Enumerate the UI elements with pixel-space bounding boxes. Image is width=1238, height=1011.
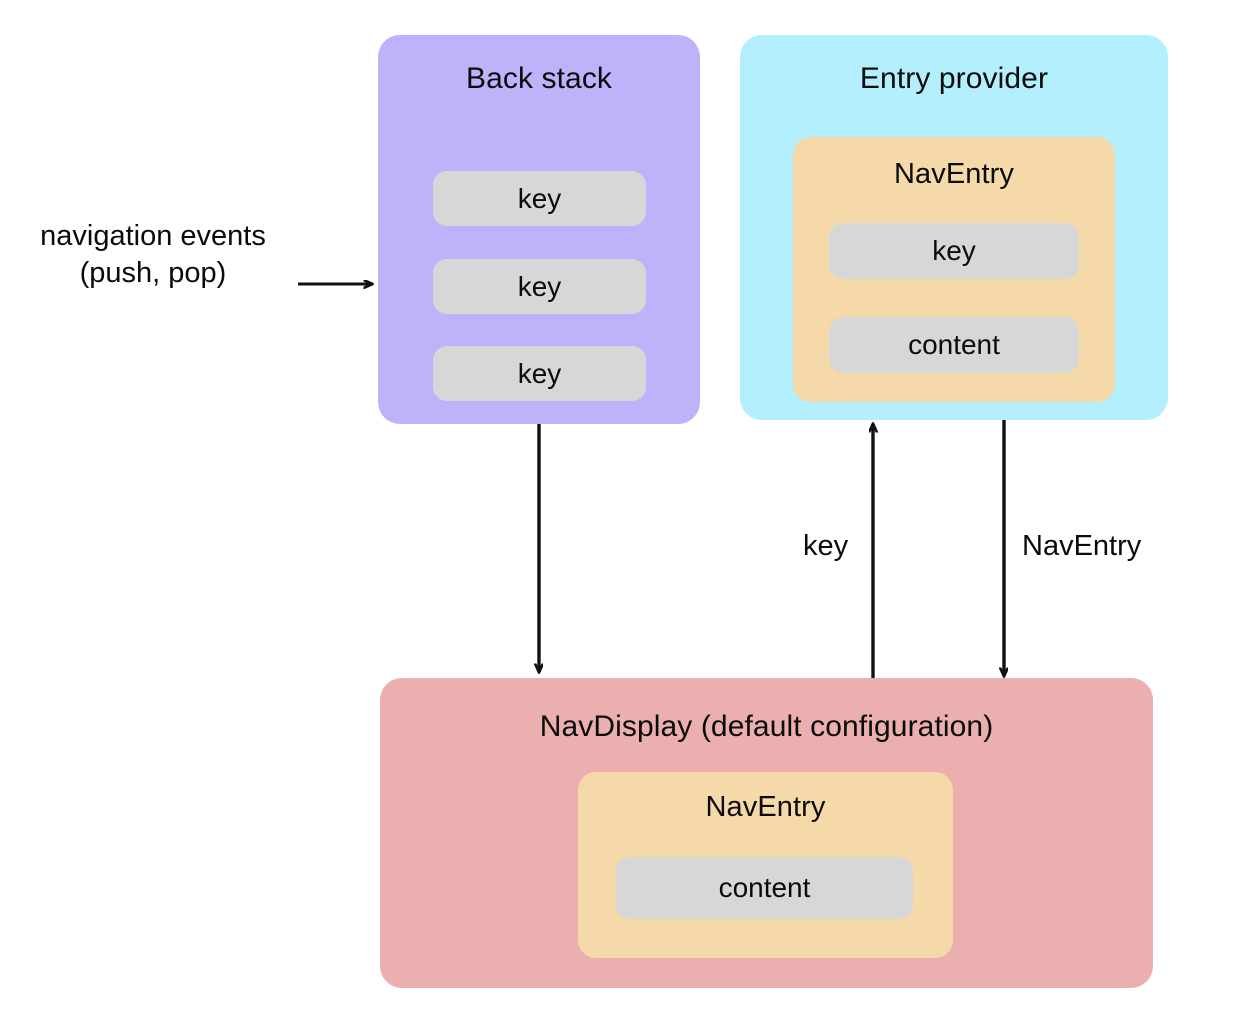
entry-provider-nav-entry-title: NavEntry (893, 158, 1015, 190)
back-stack-key-chip-1: key (433, 259, 646, 314)
entry-provider-content-chip: content (829, 317, 1079, 373)
navigation-events-line-2: (push, pop) (79, 256, 227, 289)
navigation-events-label: navigation events (push, pop) (8, 218, 298, 291)
navigation-events-line-1: navigation events (40, 220, 266, 252)
arrow-key-label: key (803, 530, 849, 562)
nav-display-box: NavDisplay (default configuration) NavEn… (380, 678, 1153, 988)
back-stack-title: Back stack (465, 62, 613, 95)
back-stack-key-chip-2: key (433, 346, 646, 401)
entry-provider-nav-entry-box: NavEntry key content (793, 137, 1115, 402)
entry-provider-title: Entry provider (859, 62, 1049, 95)
back-stack-box: Back stack key key key (378, 35, 700, 424)
nav-display-nav-entry-box: NavEntry content (578, 772, 953, 958)
entry-provider-box: Entry provider NavEntry key content (740, 35, 1168, 420)
nav-display-nav-entry-title: NavEntry (705, 791, 826, 823)
arrow-nav-entry-label: NavEntry (1022, 530, 1142, 562)
entry-provider-key-chip: key (829, 223, 1079, 279)
nav-display-title: NavDisplay (default configuration) (539, 710, 994, 743)
nav-display-content-chip: content (616, 857, 913, 919)
back-stack-key-chip-0: key (433, 171, 646, 226)
